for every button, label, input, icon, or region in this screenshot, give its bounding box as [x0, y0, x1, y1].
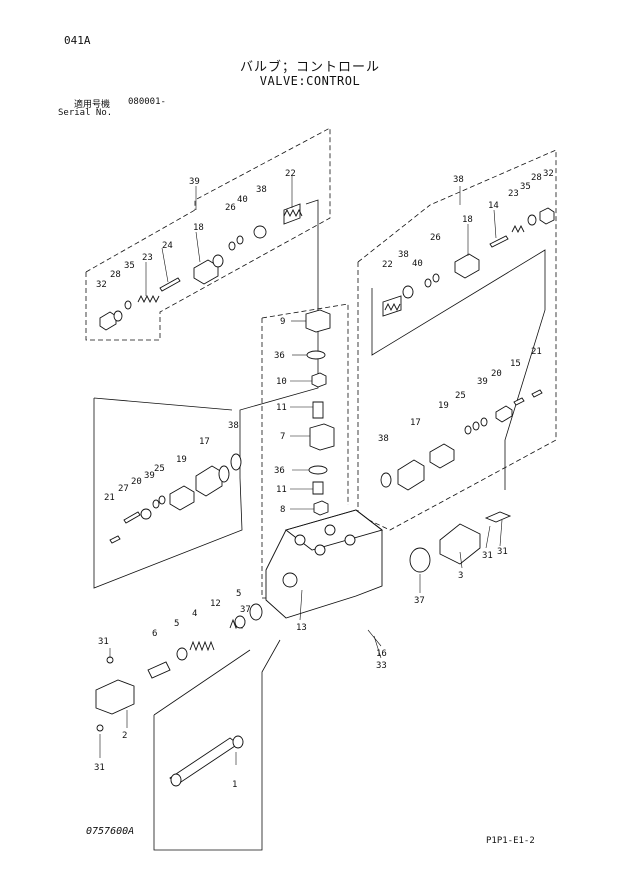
callout-38: 38 [378, 434, 389, 444]
callout-25: 25 [455, 391, 466, 401]
callout-33: 33 [376, 661, 387, 671]
callout-27: 27 [118, 484, 129, 494]
callout-1: 1 [232, 780, 237, 790]
callout-38: 38 [228, 421, 239, 431]
callout-37: 37 [240, 605, 251, 615]
serial-label-english: Serial No. [58, 108, 113, 118]
callout-26: 26 [430, 233, 441, 243]
callout-17: 17 [410, 418, 421, 428]
callout-16: 16 [376, 649, 387, 659]
callout-18: 18 [462, 215, 473, 225]
callout-14: 14 [488, 201, 499, 211]
callout-35: 35 [124, 261, 135, 271]
callout-39: 39 [144, 471, 155, 481]
callout-10: 10 [276, 377, 287, 387]
page-reference: P1P1-E1-2 [486, 836, 535, 846]
callout-22: 22 [285, 169, 296, 179]
callout-12: 12 [210, 599, 221, 609]
callout-15: 15 [510, 359, 521, 369]
drawing-number: 0757600A [86, 826, 135, 837]
callout-36: 36 [274, 466, 285, 476]
callout-32: 32 [543, 169, 554, 179]
callout-40: 40 [237, 195, 248, 205]
callout-38: 38 [256, 185, 267, 195]
title-english: VALVE:CONTROL [259, 74, 361, 88]
callout-21: 21 [531, 347, 542, 357]
callout-39: 39 [477, 377, 488, 387]
callout-9: 9 [280, 317, 285, 327]
group-outline-lower [153, 639, 281, 851]
callout-20: 20 [131, 477, 142, 487]
callout-37: 37 [414, 596, 425, 606]
callout-22: 22 [382, 260, 393, 270]
callout-31: 31 [497, 547, 508, 557]
callout-31: 31 [482, 551, 493, 561]
callout-19: 19 [438, 401, 449, 411]
serial-value: 080001- [128, 97, 166, 107]
callout-4: 4 [192, 609, 197, 619]
callout-19: 19 [176, 455, 187, 465]
callout-31: 31 [98, 637, 109, 647]
callout-5: 5 [174, 619, 179, 629]
title-japanese: バルブ；コントロール [239, 60, 380, 75]
callout-23: 23 [142, 253, 153, 263]
callout-24: 24 [162, 241, 173, 251]
callout-31: 31 [94, 763, 105, 773]
group-outline-left-lower [93, 199, 319, 589]
callout-11: 11 [276, 485, 287, 495]
group-outline-right-inner [371, 249, 546, 490]
callout-3: 3 [458, 571, 463, 581]
callout-20: 20 [491, 369, 502, 379]
callout-35: 35 [520, 182, 531, 192]
callout-11: 11 [276, 403, 287, 413]
callout-21: 21 [104, 493, 115, 503]
callout-26: 26 [225, 203, 236, 213]
callout-40: 40 [412, 259, 423, 269]
callout-38: 38 [453, 175, 464, 185]
page-code: 041A [64, 34, 91, 47]
serial-label-japanese: 適用号機 [74, 100, 111, 110]
callout-39: 39 [189, 177, 200, 187]
callout-28: 28 [531, 173, 542, 183]
callout-38: 38 [398, 250, 409, 260]
callout-36: 36 [274, 351, 285, 361]
group-outline-right-upper [357, 149, 557, 531]
callout-23: 23 [508, 189, 519, 199]
callout-5: 5 [236, 589, 241, 599]
callout-6: 6 [152, 629, 157, 639]
callout-8: 8 [280, 505, 285, 515]
callout-18: 18 [193, 223, 204, 233]
callout-13: 13 [296, 623, 307, 633]
callout-17: 17 [199, 437, 210, 447]
callout-32: 32 [96, 280, 107, 290]
callout-2: 2 [122, 731, 127, 741]
callout-25: 25 [154, 464, 165, 474]
callout-7: 7 [280, 432, 285, 442]
callout-28: 28 [110, 270, 121, 280]
group-outline-left-upper [85, 127, 331, 341]
